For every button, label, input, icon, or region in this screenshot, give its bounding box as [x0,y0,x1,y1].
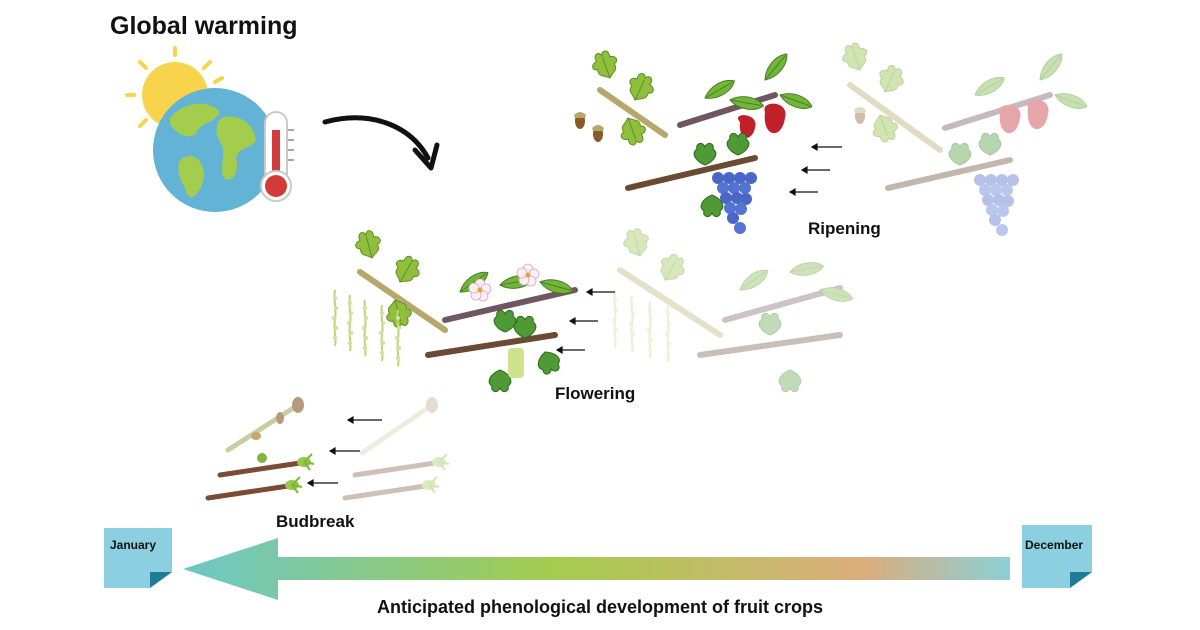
stage-label-flowering: Flowering [555,384,636,403]
oak-branch-icon [574,47,668,149]
thermometer-icon [260,111,294,202]
budbreak-current-group [208,397,314,498]
bud-twig-icon [208,477,302,498]
calendar-note-icon [104,528,172,588]
ripening-current-group [574,47,815,234]
bud-twig-icon [225,397,304,453]
cherry-branch-icon [677,49,815,138]
grapevine-icon [625,132,758,234]
oak-branch-icon [330,227,448,367]
flowering-current-group [330,227,578,393]
month-label-start: January [110,538,157,552]
flowering-future-group [610,225,855,393]
bud-twig-icon [220,453,314,475]
flowering-shift-arrows [555,287,615,355]
grapevine-icon [425,309,564,393]
stage-label-budbreak: Budbreak [276,512,355,531]
month-label-end: December [1025,538,1084,552]
earth-icon [153,88,277,212]
calendar-note-icon [1022,525,1092,588]
curved-arrow-icon [322,115,440,171]
budbreak-future-group [345,397,449,498]
budbreak-shift-arrows [306,415,382,488]
cherry-branch-icon [442,263,578,323]
ripening-shift-arrows [788,142,842,197]
timeline-caption: Anticipated phenological development of … [376,597,824,617]
page-title: Global warming [110,12,298,40]
timeline-arrow [183,538,1010,600]
ripening-future-group [838,39,1090,236]
stage-label-ripening: Ripening [808,219,881,238]
